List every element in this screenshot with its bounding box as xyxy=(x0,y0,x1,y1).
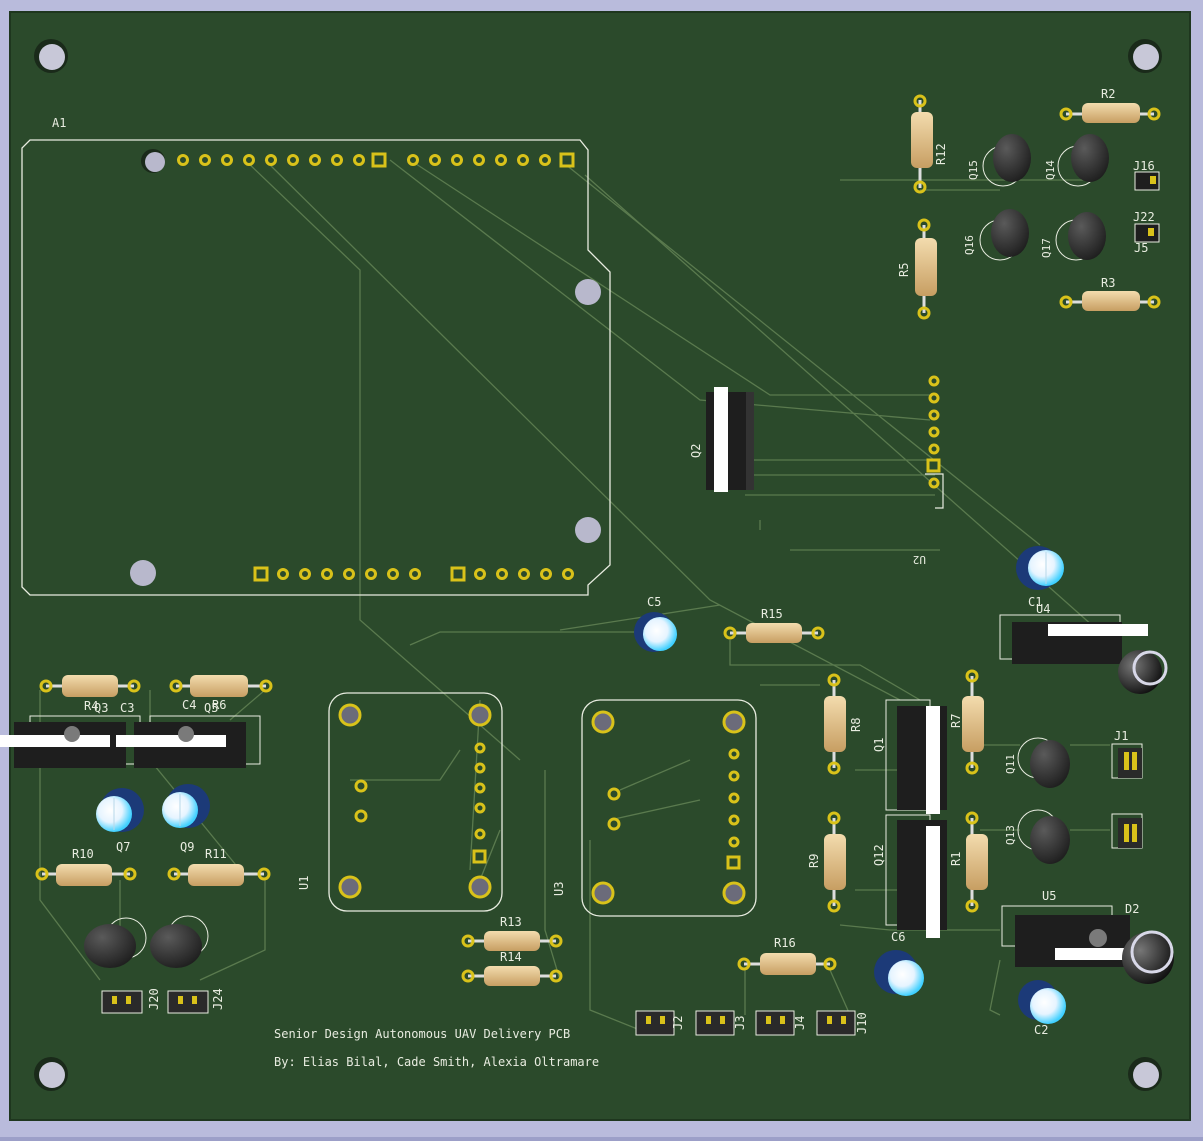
resistor-icon: R8 R7 R9 R1 xyxy=(807,669,988,913)
label-q7: Q7 xyxy=(116,840,130,854)
label-c5: C5 xyxy=(647,595,661,609)
label-j1: J1 xyxy=(1114,729,1128,743)
resistor-icon: R13 R14 xyxy=(461,915,563,986)
traces xyxy=(39,159,1121,1031)
pcb-board xyxy=(9,11,1191,1121)
label-j24: J24 xyxy=(211,988,225,1010)
transistor-icon: Q1 Q12 xyxy=(872,699,947,938)
label-r1: R1 xyxy=(949,852,963,866)
label-q5: Q5 xyxy=(204,701,218,715)
label-q16: Q16 xyxy=(963,235,976,255)
resistor-icon: R16 xyxy=(737,936,837,975)
label-c2: C2 xyxy=(1034,1023,1048,1037)
u2-header: U2 xyxy=(913,375,944,566)
label-j20: J20 xyxy=(147,988,161,1010)
header-icon: J16 J22 J5 xyxy=(1133,159,1160,255)
label-c4: C4 xyxy=(182,698,196,712)
label-u5: U5 xyxy=(1042,889,1056,903)
label-q3: Q3 xyxy=(94,701,108,715)
label-r9: R9 xyxy=(807,854,821,868)
label-u3: U3 xyxy=(552,882,566,896)
label-d2: D2 xyxy=(1125,902,1139,916)
label-c1: C1 xyxy=(1028,595,1042,609)
label-u2: U2 xyxy=(913,553,926,566)
arduino-header-bottom xyxy=(253,566,574,582)
header-icon: J1 xyxy=(1111,729,1143,849)
label-q11: Q11 xyxy=(1004,754,1017,774)
label-j10: J10 xyxy=(855,1012,869,1034)
u3-module: U3 xyxy=(552,699,757,917)
board-authors: By: Elias Bilal, Cade Smith, Alexia Oltr… xyxy=(274,1055,599,1069)
transistor-icon: Q15 Q14 Q16 Q17 xyxy=(963,134,1109,261)
label-q12: Q12 xyxy=(872,844,886,866)
resistor-icon: R10 R11 xyxy=(35,675,273,886)
header-icon: J2 J3 J4 J10 xyxy=(635,1010,869,1036)
label-r2: R2 xyxy=(1101,87,1115,101)
label-r12: R12 xyxy=(934,143,948,165)
label-r15: R15 xyxy=(761,607,783,621)
label-u1: U1 xyxy=(297,876,311,890)
label-r14: R14 xyxy=(500,950,522,964)
label-r16: R16 xyxy=(774,936,796,950)
label-j16: J16 xyxy=(1133,159,1155,173)
arduino-header-top xyxy=(177,152,575,168)
u1-module: U1 xyxy=(297,692,503,912)
label-q17: Q17 xyxy=(1040,238,1053,258)
label-r3: R3 xyxy=(1101,276,1115,290)
label-q2: Q2 xyxy=(689,444,703,458)
header-icon: J20 J24 xyxy=(101,988,225,1014)
transistor-icon xyxy=(0,715,261,768)
label-j2: J2 xyxy=(671,1016,685,1030)
label-r13: R13 xyxy=(500,915,522,929)
capacitor-icon: Q7 Q9 xyxy=(96,784,210,854)
label-q13: Q13 xyxy=(1004,825,1017,845)
transistor-icon: Q11 Q13 xyxy=(1004,737,1070,864)
left-cluster-labels: R4 Q3 C3 C4 Q5 R6 xyxy=(84,698,226,715)
mounting-hole-icon xyxy=(34,39,1162,1091)
label-r11: R11 xyxy=(205,847,227,861)
capacitor-icon: C1 xyxy=(1016,546,1064,609)
label-r10: R10 xyxy=(72,847,94,861)
label-q1: Q1 xyxy=(872,738,886,752)
label-r8: R8 xyxy=(849,718,863,732)
label-c3: C3 xyxy=(120,701,134,715)
resistor-icon: R15 xyxy=(723,607,825,643)
transistor-icon: Q2 xyxy=(689,387,754,492)
capacitor-icon: C5 xyxy=(634,595,677,652)
label-c6: C6 xyxy=(891,930,905,944)
resistor-icon: R12 R2 R5 R3 xyxy=(897,87,1161,320)
arduino-shield-outline: A1 xyxy=(21,116,611,596)
label-r4: R4 xyxy=(84,699,98,713)
label-a1: A1 xyxy=(52,116,66,130)
label-j5: J5 xyxy=(1134,241,1148,255)
voltage-regulator-icon: U4 xyxy=(999,602,1168,694)
label-r6: R6 xyxy=(212,698,226,712)
board-title: Senior Design Autonomous UAV Delivery PC… xyxy=(274,1027,570,1041)
label-r7: R7 xyxy=(949,714,963,728)
label-r5: R5 xyxy=(897,263,911,277)
capacitor-icon: C6 C2 xyxy=(874,930,1066,1037)
label-q9: Q9 xyxy=(180,840,194,854)
label-j3: J3 xyxy=(733,1016,747,1030)
transistor-icon xyxy=(84,915,209,968)
voltage-regulator-icon: U5 D2 xyxy=(1001,889,1174,984)
label-j22: J22 xyxy=(1133,210,1155,224)
label-q14: Q14 xyxy=(1044,160,1057,180)
label-q15: Q15 xyxy=(967,160,980,180)
label-u4: U4 xyxy=(1036,602,1050,616)
label-j4: J4 xyxy=(793,1016,807,1030)
